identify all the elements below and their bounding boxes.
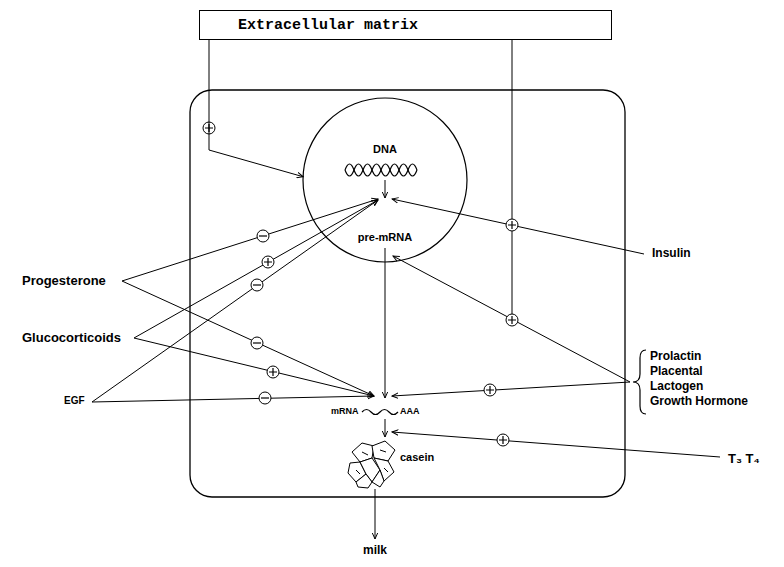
molecule-name: mRNA bbox=[331, 407, 359, 416]
stimulate-sign bbox=[506, 314, 518, 326]
stimulate-sign bbox=[484, 384, 496, 396]
stimulate-sign bbox=[497, 434, 509, 446]
brace bbox=[633, 350, 646, 414]
inhibit-sign bbox=[259, 392, 271, 404]
inhibit-sign bbox=[251, 279, 263, 291]
stimulate-sign bbox=[262, 256, 274, 268]
hormone-name: Glucocorticoids bbox=[22, 331, 121, 344]
hormone-name: Progesterone bbox=[22, 274, 106, 287]
hormone-name: Growth Hormone bbox=[650, 395, 748, 407]
nucleus-outline bbox=[303, 98, 467, 262]
hormone-name: Insulin bbox=[652, 247, 691, 259]
product-name: milk bbox=[363, 544, 387, 556]
pathway-arrow bbox=[385, 180, 386, 198]
inhibit-sign bbox=[251, 337, 263, 349]
box-title: Extracellular matrix bbox=[238, 18, 418, 33]
hormone-name: Prolactin bbox=[650, 350, 701, 362]
pathway-arrow bbox=[375, 489, 376, 539]
stimulate-sign bbox=[267, 366, 279, 378]
cell-outline bbox=[190, 90, 625, 497]
nucleus-circle: DNA pre-mRNA bbox=[302, 97, 468, 263]
mrna-wave bbox=[362, 410, 398, 415]
stimulate-sign bbox=[506, 219, 518, 231]
pathway-arrow bbox=[385, 419, 386, 437]
hormone-name: Lactogen bbox=[650, 380, 703, 392]
connector-layer bbox=[209, 40, 303, 177]
hormone-name: Placental bbox=[650, 365, 703, 377]
protein-name: casein bbox=[400, 452, 434, 463]
matrix-signal-line bbox=[512, 40, 513, 320]
molecule-name: pre-mRNA bbox=[358, 232, 412, 243]
matrix-box: Extracellular matrix bbox=[199, 10, 612, 40]
signal-connector bbox=[209, 40, 303, 177]
hormone-name: EGF bbox=[64, 396, 85, 406]
dna-helix bbox=[345, 164, 417, 176]
hormone-arrows bbox=[92, 199, 720, 457]
molecule-name: AAA bbox=[400, 407, 420, 416]
molecule-name: DNA bbox=[373, 144, 397, 155]
hormone-name: T₃ T₄ bbox=[728, 452, 760, 465]
pathway-arrow bbox=[385, 248, 386, 398]
inhibit-sign bbox=[257, 230, 269, 242]
casein-micelle bbox=[348, 441, 395, 488]
dna-helix bbox=[345, 164, 417, 176]
